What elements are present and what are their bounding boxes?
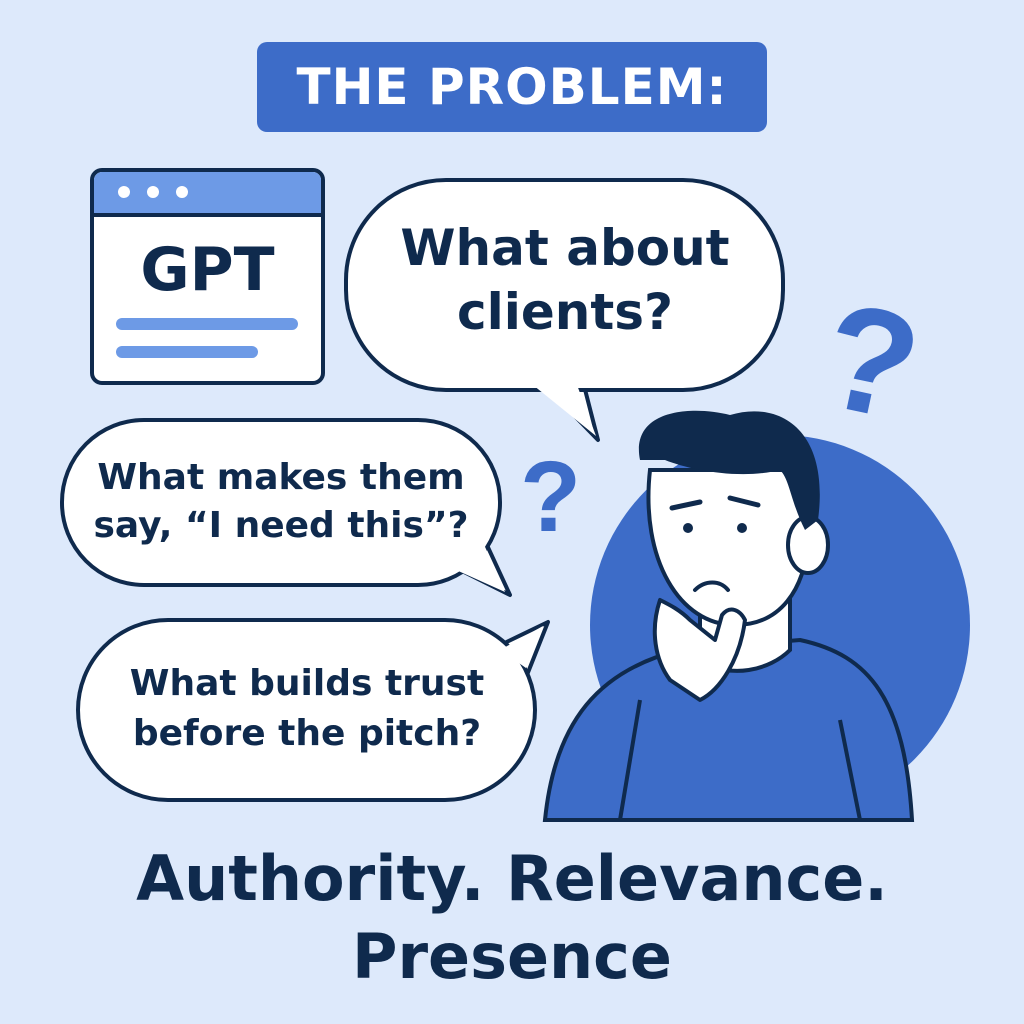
hand: [652, 598, 747, 702]
bubble-text-line: What builds trust: [129, 663, 485, 704]
bubble-text-line: before the pitch?: [132, 713, 482, 754]
window-dot-icon: [176, 186, 188, 198]
gpt-label: GPT: [140, 235, 275, 305]
bubble-text-line: clients?: [456, 283, 674, 341]
bubble-1-text: What about clients?: [350, 195, 780, 365]
window-dot-icon: [147, 186, 159, 198]
window-dot-icon: [118, 186, 130, 198]
bubble-2-text: What makes them say, “I need this”?: [66, 432, 496, 572]
speech-bubble-1: [344, 178, 785, 442]
speech-bubble-3: [76, 618, 550, 802]
title-banner: THE PROBLEM:: [257, 42, 767, 132]
bubble-3-text: What builds trust before the pitch?: [82, 634, 532, 784]
question-mark-icon: ?: [520, 441, 582, 553]
hair: [638, 410, 820, 530]
bubble-text-line: What makes them: [97, 457, 465, 498]
footer-line: Authority. Relevance.: [136, 842, 888, 915]
shirt: [542, 637, 915, 822]
footer-line: Presence: [352, 920, 672, 993]
bubble-text-line: say, “I need this”?: [93, 505, 469, 546]
browser-window: [90, 168, 325, 385]
speech-bubble-2: [60, 418, 512, 597]
thinking-person: [542, 410, 970, 822]
bubble-text-line: What about: [400, 219, 730, 277]
footer-tagline: Authority. Relevance. Presence: [0, 840, 1024, 996]
